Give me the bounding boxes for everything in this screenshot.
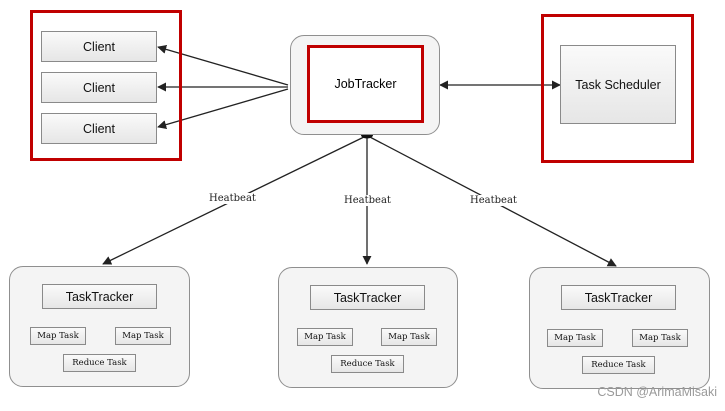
map-task-2-right: Map Task (381, 328, 437, 346)
reduce-task-2: Reduce Task (331, 355, 404, 373)
heartbeat-label-right: Heatbeat (469, 195, 518, 206)
client-box-3: Client (41, 113, 157, 144)
heartbeat-label-center: Heatbeat (343, 195, 392, 206)
jobtracker-frame: JobTracker (307, 45, 424, 123)
client-box-1: Client (41, 31, 157, 62)
client-box-2: Client (41, 72, 157, 103)
task-scheduler-box: Task Scheduler (560, 45, 676, 124)
reduce-task-3: Reduce Task (582, 356, 655, 374)
map-task-3-left: Map Task (547, 329, 603, 347)
reduce-task-1: Reduce Task (63, 354, 136, 372)
task-scheduler-frame (541, 14, 694, 163)
map-task-2-left: Map Task (297, 328, 353, 346)
client-group-frame (30, 10, 182, 161)
tasktracker-title-3: TaskTracker (561, 285, 676, 310)
map-task-1-right: Map Task (115, 327, 171, 345)
watermark: CSDN @ArimaMisaki (597, 385, 717, 399)
map-task-3-right: Map Task (632, 329, 688, 347)
heartbeat-label-left: Heatbeat (208, 193, 257, 204)
tasktracker-title-1: TaskTracker (42, 284, 157, 309)
jobtracker-label: JobTracker (334, 77, 397, 91)
map-task-1-left: Map Task (30, 327, 86, 345)
tasktracker-title-2: TaskTracker (310, 285, 425, 310)
